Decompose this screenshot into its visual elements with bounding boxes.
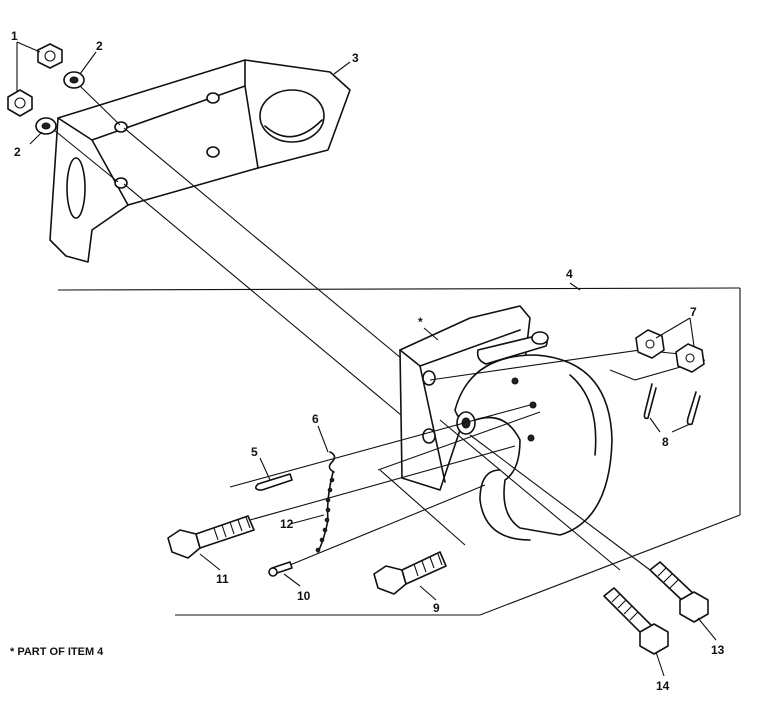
item-4-frame — [57, 287, 741, 616]
callout-13: 13 — [711, 643, 725, 657]
callout-9: 9 — [433, 601, 440, 615]
callout-7: 7 — [690, 305, 697, 319]
bolt-icon — [649, 561, 709, 623]
footnote: * PART OF ITEM 4 — [10, 646, 104, 658]
callout-12: 12 — [280, 517, 294, 531]
callout-2: 2 — [96, 39, 103, 53]
callout-2: 2 — [14, 145, 21, 159]
mounting-bracket — [49, 59, 351, 263]
callout-8: 8 — [662, 435, 669, 449]
screw-icon — [268, 561, 293, 577]
callout-4: 4 — [566, 267, 573, 281]
hex-nut-icon — [37, 43, 63, 69]
washer-icon — [35, 117, 57, 135]
callout-14: 14 — [656, 679, 670, 693]
leader-lines — [16, 41, 717, 677]
cotter-pin-icon — [686, 391, 701, 426]
pintle-hook-icon — [399, 305, 613, 541]
cotter-pin-icon — [254, 473, 293, 491]
bolt-icon — [603, 587, 669, 655]
callout-6: 6 — [312, 412, 319, 426]
castle-nut-icon — [635, 329, 665, 359]
chain-icon — [315, 471, 335, 553]
callout-labels: 1 2 2 3 4 * 5 6 7 8 9 10 11 12 13 14 — [11, 29, 725, 693]
bolt-icon — [167, 515, 255, 559]
hex-nut-icon — [7, 89, 33, 117]
castle-nut-icon — [675, 343, 705, 373]
callout-star: * — [418, 315, 423, 329]
callout-11: 11 — [216, 572, 229, 586]
assembly-lines — [53, 85, 426, 436]
callout-5: 5 — [251, 445, 258, 459]
bolt-icon — [373, 551, 447, 595]
callout-10: 10 — [297, 589, 311, 603]
callout-1: 1 — [11, 29, 18, 43]
callout-3: 3 — [352, 51, 359, 65]
s-hook-icon — [328, 451, 336, 473]
washer-icon — [63, 71, 85, 89]
cotter-pin-icon — [643, 383, 657, 420]
